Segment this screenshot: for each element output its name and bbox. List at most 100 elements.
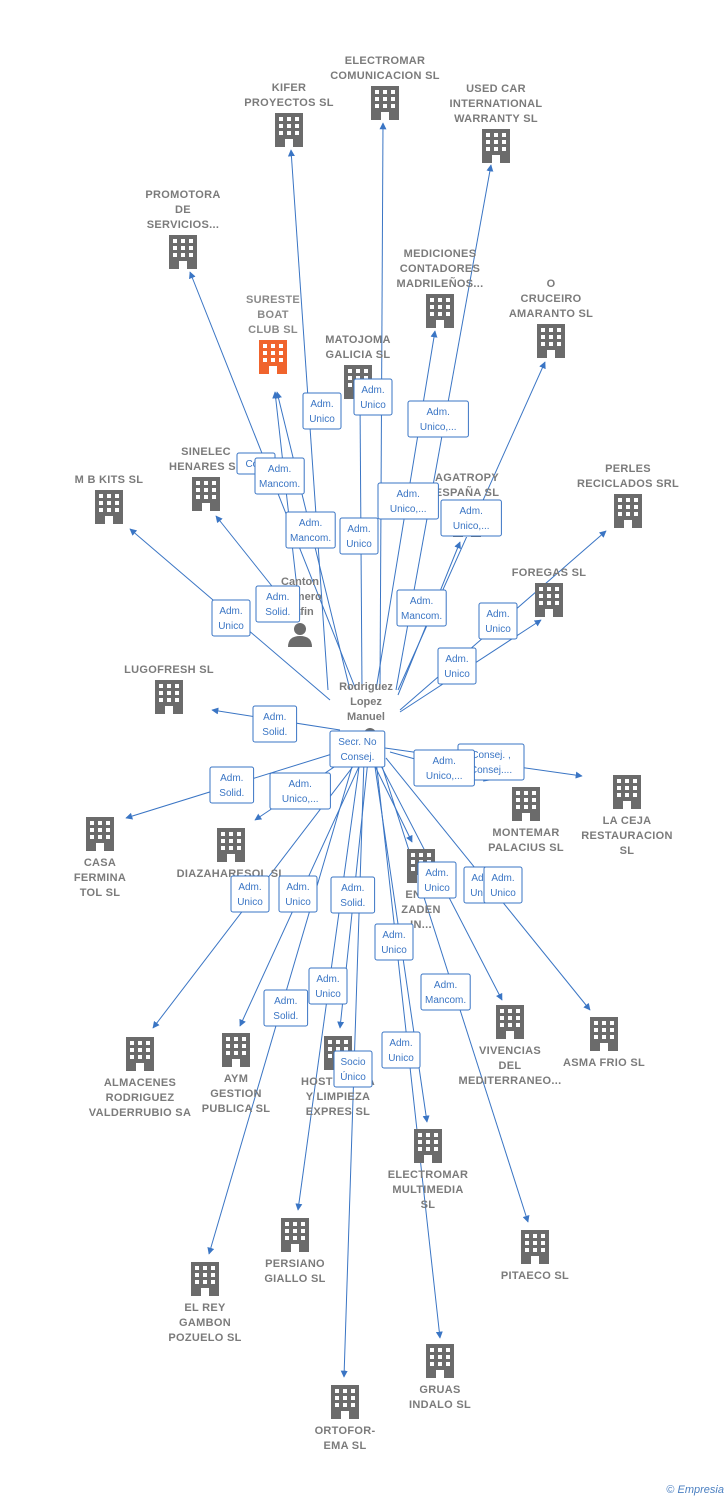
relation-label[interactable]: Adm.Unico	[308, 967, 348, 1005]
building-icon	[613, 775, 641, 809]
company-node[interactable]: MEDICIONESCONTADORESMADRILEÑOS...	[396, 248, 483, 328]
company-node[interactable]: DIAZAHARESOL SL	[177, 828, 286, 880]
relation-label[interactable]: Adm.Unico	[339, 517, 379, 555]
company-label: SL	[620, 845, 635, 857]
relation-label[interactable]: Adm.Solid.	[330, 876, 376, 914]
person-icon	[288, 623, 312, 647]
company-label: ESPAÑA SL	[435, 486, 499, 499]
relation-label-box	[377, 482, 439, 520]
company-label: CASA	[84, 857, 116, 869]
company-label: VALDERRUBIO SA	[89, 1107, 191, 1119]
relation-label[interactable]: Adm.Unico	[230, 875, 270, 913]
relation-label-text: Adm.	[486, 609, 509, 620]
relation-label-text: Adm.	[460, 506, 483, 517]
relation-label[interactable]: Adm.Unico	[483, 866, 523, 904]
relation-label-box	[255, 585, 301, 623]
company-label: MULTIMEDIA	[392, 1184, 463, 1196]
company-node[interactable]: FOREGAS SL	[512, 567, 587, 617]
relation-label-text: Único	[340, 1070, 366, 1083]
relation-label-text: Adm.	[286, 882, 309, 893]
company-label: PERLES	[605, 463, 651, 475]
company-label: Y LIMPIEZA	[306, 1091, 371, 1103]
relation-label[interactable]: Adm.Mancom.	[420, 973, 471, 1011]
company-label: AGATROPY	[435, 472, 499, 484]
company-label: SINELEC	[181, 446, 231, 458]
company-label: MONTEMAR	[492, 827, 559, 839]
relation-label[interactable]: Adm.Unico,...	[269, 772, 331, 810]
relation-label-text: Unico	[388, 1053, 414, 1064]
relation-label[interactable]: Adm.Unico	[211, 599, 251, 637]
company-label: ELECTROMAR	[345, 55, 426, 67]
relation-label[interactable]: Adm.Unico,...	[377, 482, 439, 520]
company-node[interactable]: LUGOFRESH SL	[124, 664, 214, 714]
relation-label-box	[333, 1050, 373, 1088]
company-label: M B KITS SL	[75, 474, 144, 486]
building-icon	[426, 1344, 454, 1378]
relation-label[interactable]: Adm.Unico	[302, 392, 342, 430]
relation-label[interactable]: Adm.Unico,...	[407, 400, 469, 438]
relation-label[interactable]: Adm.Unico	[278, 875, 318, 913]
relation-label[interactable]: Adm.Solid.	[255, 585, 301, 623]
relation-label[interactable]: Adm.Solid.	[263, 989, 309, 1027]
company-label: FOREGAS SL	[512, 567, 587, 579]
company-node[interactable]: M B KITS SL	[75, 474, 144, 524]
company-label: MADRILEÑOS...	[396, 277, 483, 290]
company-node[interactable]: PROMOTORADESERVICIOS...	[145, 189, 220, 269]
building-icon	[281, 1218, 309, 1252]
relation-label[interactable]: Adm. Unico	[381, 1031, 421, 1069]
relation-label-text: Adm.	[263, 712, 286, 723]
relation-label[interactable]: Adm.Unico,...	[440, 499, 502, 537]
relation-label-box	[353, 378, 393, 416]
building-icon	[512, 787, 540, 821]
company-label: ALMACENES	[104, 1077, 176, 1089]
company-node[interactable]: ORTOFOR-EMA SL	[315, 1385, 376, 1452]
relation-label[interactable]: Adm.Unico	[374, 923, 414, 961]
company-label: FERMINA	[74, 872, 126, 884]
company-label: BOAT	[257, 309, 289, 321]
relation-label[interactable]: Adm.Mancom.	[396, 589, 447, 627]
company-node[interactable]: VIVENCIASDELMEDITERRANEO...	[459, 1005, 562, 1087]
relation-label[interactable]: Adm.Unico	[417, 861, 457, 899]
company-label: USED CAR	[466, 83, 526, 95]
relation-label[interactable]: Adm.Unico	[478, 602, 518, 640]
relation-label[interactable]: Adm.Unico	[353, 378, 393, 416]
building-icon	[496, 1005, 524, 1039]
relation-label-text: Adm.	[299, 518, 322, 529]
relation-label-text: Adm.	[389, 1038, 412, 1049]
company-node[interactable]: AGATROPY ESPAÑA SL	[435, 472, 500, 537]
relation-label[interactable]: Adm.Solid.	[209, 766, 255, 804]
company-label: CRUCEIRO	[520, 293, 581, 305]
company-node[interactable]: ASMA FRIO SL	[563, 1017, 645, 1069]
company-label: EMA SL	[324, 1440, 367, 1452]
company-label: O	[547, 278, 556, 290]
relation-label-text: Unico	[381, 945, 407, 956]
company-node[interactable]: PITAECO SL	[501, 1230, 569, 1282]
relation-label[interactable]: Adm.Mancom.	[254, 457, 305, 495]
relation-label-text: Unico	[315, 989, 341, 1000]
relation-label[interactable]: Adm.Solid.	[252, 705, 298, 743]
relation-label[interactable]: Adm.Unico	[437, 647, 477, 685]
relation-label[interactable]: Adm.Mancom.	[285, 511, 336, 549]
building-icon	[590, 1017, 618, 1051]
relation-label[interactable]: Adm.Unico,...	[413, 749, 475, 787]
